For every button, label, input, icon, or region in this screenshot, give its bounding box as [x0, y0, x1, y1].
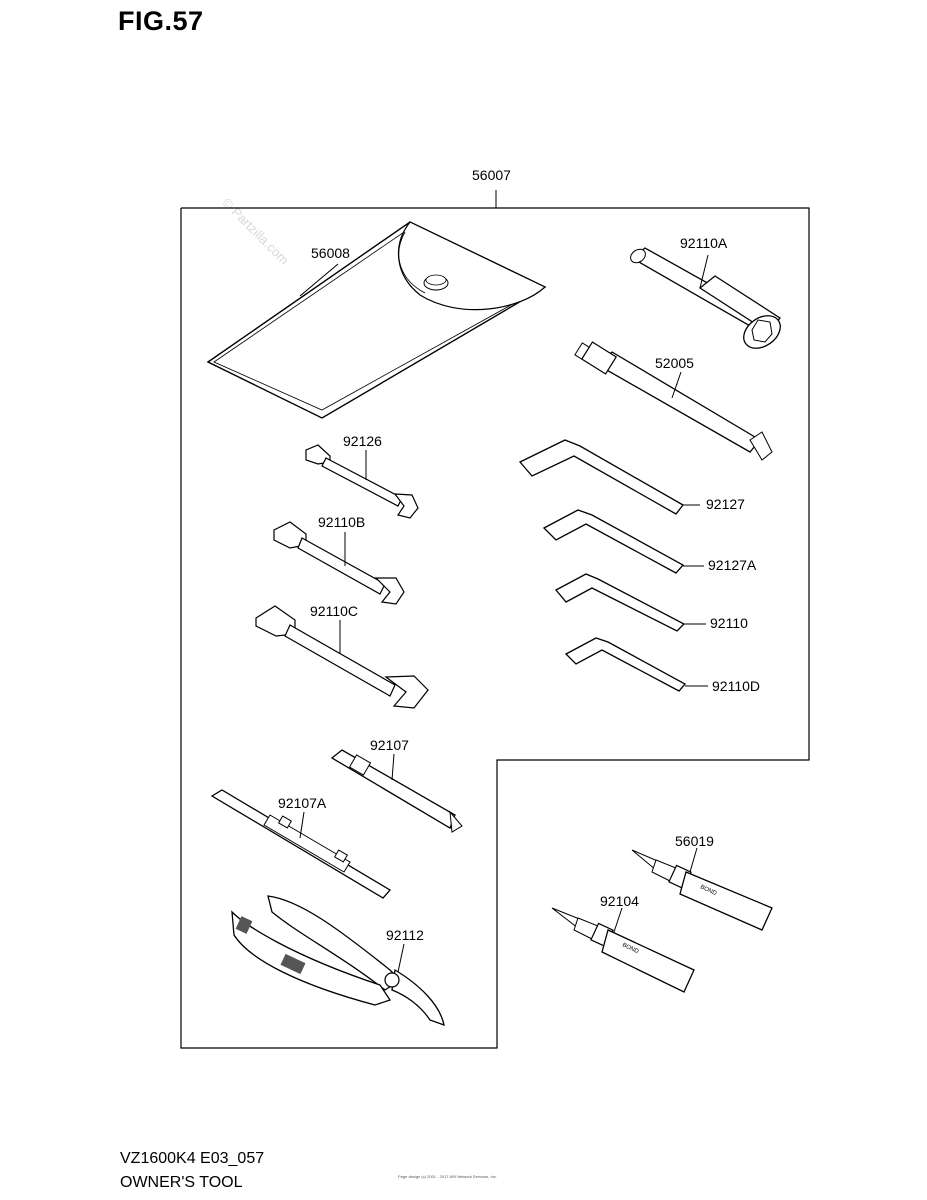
pliers-92112: 92112 [231, 895, 445, 1026]
hex-key-92127A: 92127A [542, 509, 757, 574]
part-label-92127A[interactable]: 92127A [708, 557, 757, 573]
fine-print: Page design (c) 2001 - 2017 ARI Network … [398, 1174, 497, 1179]
part-label-52005[interactable]: 52005 [655, 355, 694, 371]
wrench-92110C: 92110C [255, 603, 429, 709]
part-label-92126[interactable]: 92126 [343, 433, 382, 449]
section-name: OWNER'S TOOL [120, 1174, 243, 1191]
tool-bag-56008: 56008 [206, 221, 547, 419]
hex-key-92110D: 92110D [564, 637, 760, 694]
part-label-92110D[interactable]: 92110D [712, 678, 760, 694]
part-label-56007[interactable]: 56007 [472, 167, 511, 183]
part-label-92127[interactable]: 92127 [706, 496, 745, 512]
socket-wrench-92110A: 92110A [630, 235, 781, 349]
part-label-92112[interactable]: 92112 [386, 927, 424, 943]
bond-tube-92104: BOND 92104 [551, 893, 695, 993]
extension-bar-52005: 52005 [574, 341, 773, 461]
figure-title: FIG.57 [118, 6, 204, 36]
hex-key-92127: 92127 [518, 439, 745, 515]
part-label-92110A[interactable]: 92110A [680, 235, 728, 251]
part-label-56019[interactable]: 56019 [675, 833, 714, 849]
wrench-92126: 92126 [305, 433, 419, 519]
model-code: VZ1600K4 E03_057 [120, 1150, 265, 1167]
kit-boundary [180, 207, 810, 1049]
part-label-92110C[interactable]: 92110C [310, 603, 358, 619]
part-label-92110B[interactable]: 92110B [318, 514, 365, 530]
screwdriver-92107: 92107 [330, 737, 463, 833]
bond-tube-56019: BOND 56019 [631, 833, 773, 931]
part-label-56008[interactable]: 56008 [311, 245, 350, 261]
part-label-92110[interactable]: 92110 [710, 615, 748, 631]
screwdriver-92107A: 92107A [210, 789, 392, 899]
hex-key-92110: 92110 [554, 573, 748, 632]
wrench-92110B: 92110B [273, 514, 405, 605]
part-label-92107[interactable]: 92107 [370, 737, 409, 753]
part-label-92107A[interactable]: 92107A [278, 795, 327, 811]
part-label-92104[interactable]: 92104 [600, 893, 639, 909]
